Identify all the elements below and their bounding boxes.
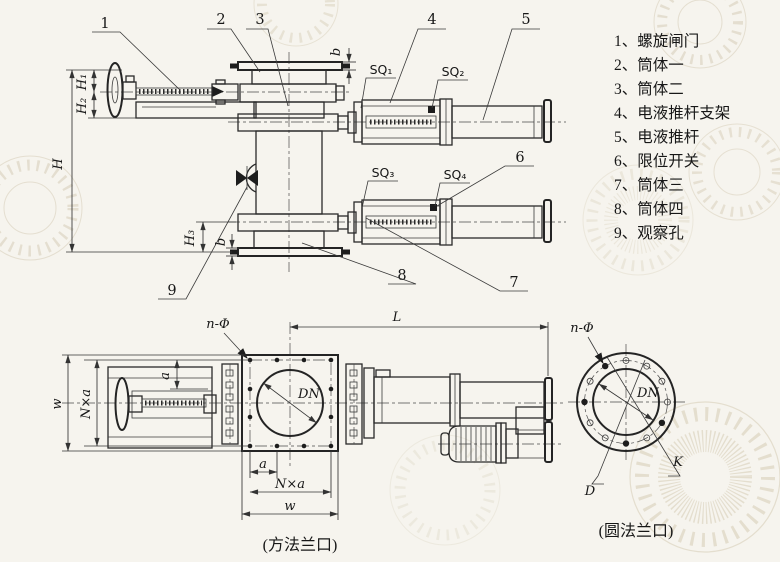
lower-cylinder bbox=[451, 205, 543, 239]
upper-cylinder bbox=[451, 105, 543, 139]
handwheel-icon bbox=[106, 62, 124, 118]
observation-port bbox=[236, 163, 258, 193]
sq4-label: SQ₄ bbox=[444, 167, 467, 182]
screw-gate-actuator bbox=[106, 62, 257, 119]
junction-box bbox=[515, 406, 545, 435]
callout-8: 8 bbox=[397, 268, 406, 284]
end-flange-plan bbox=[544, 377, 553, 421]
watermark-stamp bbox=[582, 164, 694, 276]
dim-a-left-label: a bbox=[158, 372, 173, 380]
handwheel-hub bbox=[122, 81, 137, 100]
screw-cross-tube bbox=[239, 83, 337, 103]
square-flange-bolt-callout: n-Φ bbox=[206, 317, 230, 332]
side-view-dimensions: H H₁ H₂ H₃ b b bbox=[51, 48, 356, 270]
dim-h2-label: H₂ bbox=[75, 98, 90, 116]
round-flange-bore bbox=[592, 368, 660, 436]
front-plan-view: L n-Φ bbox=[50, 310, 566, 554]
front-left-dimensions: w N×a a bbox=[50, 354, 250, 452]
watermark-stamp bbox=[688, 123, 780, 221]
screw-bracket bbox=[135, 101, 257, 119]
caption-square-flange: (方法兰口) bbox=[263, 536, 338, 554]
limit-switch-labels: SQ₁ SQ₂ SQ₃ SQ₄ bbox=[360, 62, 470, 209]
sq2-label: SQ₂ bbox=[442, 64, 465, 79]
gate-housing bbox=[107, 366, 217, 449]
dim-h-label: H bbox=[51, 158, 66, 171]
sq3-label: SQ₃ bbox=[372, 165, 395, 180]
lower-end-flange-plan bbox=[544, 421, 553, 463]
legend-item-1: 1、螺旋闸门 bbox=[614, 32, 699, 50]
front-bottom-dimensions: a N×a w bbox=[241, 451, 339, 520]
side-elevation-view: H H₁ H₂ H₃ b b 1 2 3 bbox=[51, 12, 566, 300]
lower-end-flange bbox=[543, 199, 552, 243]
legend-item-2: 2、筒体一 bbox=[614, 56, 684, 74]
dim-nxa-bottom-label: N×a bbox=[274, 477, 305, 492]
callout-4: 4 bbox=[427, 12, 436, 28]
limit-switch-sq2-block bbox=[428, 106, 435, 113]
legend-item-6: 6、限位开关 bbox=[614, 152, 699, 170]
dim-l-label: L bbox=[392, 310, 402, 325]
round-flange-view: DN n-Φ D K (圆法兰口) bbox=[568, 321, 688, 540]
centerlines bbox=[100, 52, 566, 272]
handwheel-front-icon bbox=[114, 377, 130, 431]
dim-w-bottom-label: w bbox=[284, 499, 295, 514]
callout-5: 5 bbox=[521, 12, 530, 28]
dim-dn-label: DN bbox=[297, 387, 320, 402]
round-flange-bolt-callout: n-Φ bbox=[570, 321, 594, 336]
callout-3: 3 bbox=[255, 12, 264, 28]
caption-round-flange: (圆法兰口) bbox=[599, 522, 674, 540]
legend-item-5: 5、电液推杆 bbox=[614, 128, 699, 146]
dim-nxa-left-label: N×a bbox=[79, 389, 94, 420]
legend-item-7: 7、筒体三 bbox=[614, 176, 684, 194]
watermark-stamp bbox=[253, 0, 339, 47]
callout-7: 7 bbox=[509, 275, 518, 291]
callout-1: 1 bbox=[100, 16, 109, 32]
lower-cross-tube bbox=[237, 213, 339, 232]
dim-k-label: K bbox=[672, 455, 684, 470]
electric-motor bbox=[440, 422, 519, 464]
watermark-stamp bbox=[389, 434, 501, 546]
dim-b-bottom-label: b bbox=[214, 238, 229, 246]
side-view-callouts: 1 2 3 4 5 6 7 8 9 bbox=[92, 12, 540, 300]
push-rod-tube-plan bbox=[459, 381, 545, 419]
body-section-2 bbox=[253, 101, 325, 119]
dim-h3-label: H₃ bbox=[183, 230, 198, 248]
dim-w-left-label: w bbox=[50, 398, 65, 409]
callout-6: 6 bbox=[515, 150, 524, 166]
dim-dn-round-label: DN bbox=[636, 386, 659, 401]
dn-port-circle bbox=[256, 369, 324, 437]
parts-legend: 1、螺旋闸门 2、筒体一 3、筒体二 4、电液推杆支架 5、电液推杆 6、限位开… bbox=[614, 32, 730, 242]
legend-item-9: 9、观察孔 bbox=[614, 224, 684, 242]
upper-end-flange bbox=[543, 99, 552, 143]
callout-2: 2 bbox=[216, 12, 225, 28]
upper-actuator bbox=[353, 98, 552, 146]
sq1-label: SQ₁ bbox=[370, 62, 393, 77]
dim-b-top-label: b bbox=[329, 48, 344, 56]
valve-body bbox=[230, 61, 357, 257]
round-flange-outer bbox=[576, 352, 676, 452]
square-flange: DN bbox=[241, 354, 339, 452]
actuator-body-plan bbox=[373, 376, 451, 424]
round-flange-bolts bbox=[581, 357, 671, 447]
gate-guide-strip-left bbox=[221, 363, 239, 445]
dim-a-bottom-label: a bbox=[259, 457, 267, 472]
watermark-stamp bbox=[629, 401, 780, 553]
motor-fins bbox=[455, 427, 492, 461]
legend-item-8: 8、筒体四 bbox=[614, 200, 684, 218]
legend-item-4: 4、电液推杆支架 bbox=[614, 104, 730, 122]
dim-d-label: D bbox=[584, 484, 596, 499]
limit-switch-sq4-block bbox=[430, 204, 437, 211]
legend-item-3: 3、筒体二 bbox=[614, 80, 684, 98]
watermark-stamp bbox=[653, 0, 747, 69]
upper-cross-tube bbox=[237, 113, 339, 132]
callout-9: 9 bbox=[167, 283, 176, 299]
watermark-stamp bbox=[0, 155, 83, 261]
gate-guide-strip-right bbox=[345, 363, 363, 445]
dim-h1-label: H₁ bbox=[75, 74, 90, 92]
actuator-plan bbox=[363, 367, 553, 463]
lower-actuator bbox=[353, 198, 552, 246]
